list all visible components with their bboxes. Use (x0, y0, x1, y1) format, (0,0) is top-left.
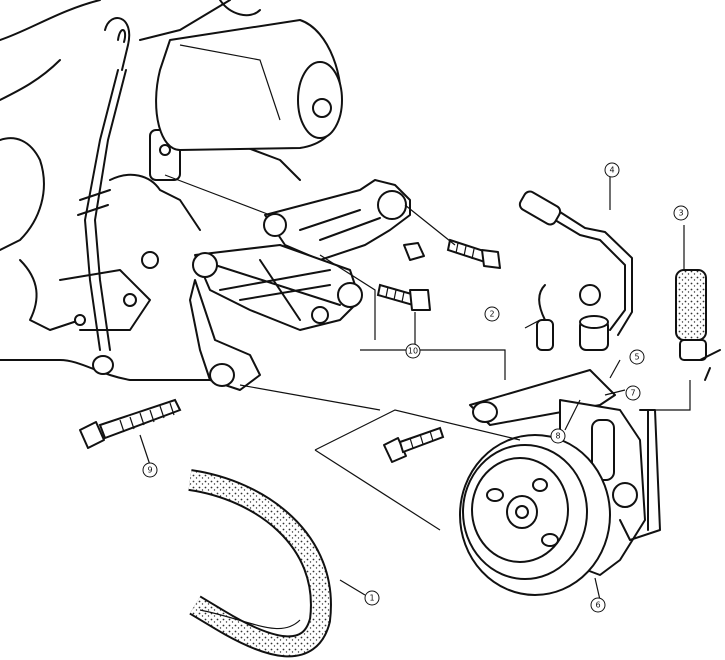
mounting-bolt-long (79, 398, 182, 449)
callout-3: 3 (673, 205, 689, 221)
callout-2: 2 (484, 306, 500, 322)
callout-7: 7 (625, 385, 641, 401)
adjusting-bolt (376, 242, 431, 311)
drive-belt (188, 469, 332, 658)
callout-4-label: 4 (609, 166, 614, 175)
callout-9: 9 (142, 462, 158, 478)
callout-7-label: 7 (630, 389, 635, 398)
callout-4: 4 (604, 162, 620, 178)
engine-block (0, 0, 301, 381)
callout-8: 8 (550, 428, 566, 444)
callout-6-label: 6 (595, 601, 600, 610)
return-hose (675, 269, 721, 381)
callout-6: 6 (590, 597, 606, 613)
callout-2-label: 2 (489, 310, 494, 319)
power-steering-pump (459, 369, 661, 596)
leader-lines (139, 169, 691, 601)
lower-bracket (189, 244, 363, 391)
callout-5: 5 (629, 349, 645, 365)
pressure-hose (518, 190, 633, 351)
callout-5-label: 5 (634, 353, 639, 362)
dipstick (77, 17, 131, 375)
callout-3-label: 3 (678, 209, 683, 218)
pump-bolt (383, 426, 445, 463)
callout-10-label: 10 (408, 347, 418, 356)
callout-1-label: 1 (369, 594, 374, 603)
callout-8-label: 8 (555, 432, 560, 441)
upper-bracket-bolt (446, 238, 501, 269)
callout-9-label: 9 (147, 466, 152, 475)
callout-1: 1 (364, 590, 380, 606)
hose-clip (536, 284, 554, 351)
callout-10: 10 (405, 343, 421, 359)
alternator (155, 19, 343, 151)
